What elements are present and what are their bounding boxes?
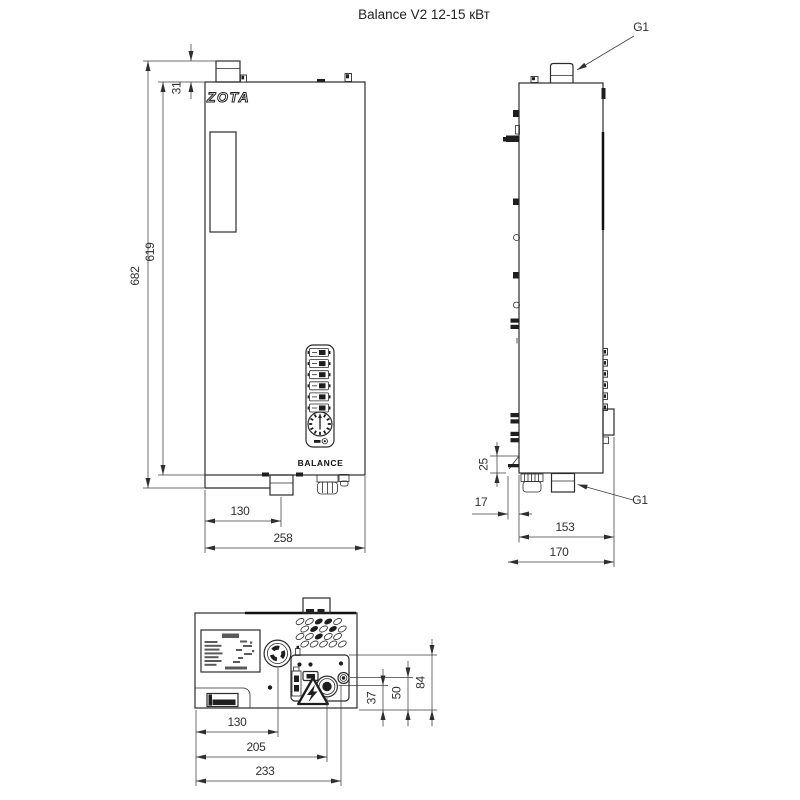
cable-gland — [316, 474, 339, 495]
dim-label: 130 — [230, 504, 250, 518]
dimension-aux-connector-height: 50 — [390, 661, 411, 727]
dimension-outlet-offset-bottom: 130 — [196, 715, 278, 735]
connector-panel — [267, 645, 350, 706]
dim-label: 153 — [555, 520, 575, 534]
drawing-title: Balance V2 12-15 кВт — [358, 7, 490, 22]
zota-logo: ZOTA — [206, 89, 250, 105]
rocker-switches — [307, 348, 331, 413]
dim-label: 25 — [477, 458, 491, 471]
dim-label: 37 — [365, 691, 379, 704]
top-pipe-stub-side — [549, 62, 574, 83]
side-dimensions: 25 17 153 170 — [472, 437, 615, 567]
side-view: G1 G1 — [503, 20, 650, 507]
dimension-width: 258 — [205, 531, 365, 551]
top-edge-tab — [317, 79, 325, 82]
g1-port-label-top: G1 — [633, 20, 649, 34]
bottom-pipe-stub-side — [550, 472, 576, 493]
cable-gland-side — [520, 473, 544, 493]
nameplate — [200, 629, 261, 673]
boiler-body-front — [204, 81, 366, 476]
inspection-slot — [209, 131, 237, 233]
bottom-foot — [508, 455, 520, 470]
dim-label: 205 — [246, 740, 266, 754]
dimension-power-socket-height: 37 — [365, 669, 386, 727]
dimension-panel-height: 84 — [414, 639, 435, 727]
dim-label: 258 — [273, 531, 293, 545]
dim-label: 50 — [390, 686, 404, 699]
power-led — [314, 438, 328, 445]
warning-lightning-icon — [297, 676, 329, 706]
dimension-outlet-offset-front: 130 — [205, 504, 281, 524]
screw — [308, 662, 313, 667]
control-panel — [305, 344, 335, 448]
edge-clip — [601, 88, 606, 99]
dimension-stub-height: 31 — [170, 44, 194, 99]
g1-leader-bottom — [577, 484, 634, 501]
rear-wall-fittings — [503, 110, 520, 443]
dimension-power-socket-offset: 205 — [196, 740, 327, 760]
screw — [297, 662, 302, 667]
bottom-view — [194, 597, 358, 709]
bottom-tab — [296, 472, 303, 477]
dimension-total-depth: 170 — [508, 545, 614, 565]
g1-outlet-circle — [263, 639, 292, 668]
boiler-body-side — [518, 82, 604, 474]
dim-label: 682 — [128, 266, 142, 286]
dim-label: 84 — [414, 676, 428, 689]
front-view: ZOTA — [204, 60, 366, 496]
dim-label: 233 — [255, 764, 275, 778]
switch-edge-notches — [602, 348, 608, 411]
balance-label: BALANCE — [298, 458, 344, 468]
screw — [267, 685, 273, 690]
dimension-body-depth: 153 — [519, 520, 614, 540]
dim-label: 170 — [549, 545, 569, 559]
vent-grille — [295, 618, 347, 648]
aux-connector — [337, 671, 350, 685]
power-socket — [316, 675, 339, 698]
dimension-bracket-depth: 17 — [472, 495, 532, 517]
dimension-total-height: 682 — [128, 61, 151, 488]
dim-label: 130 — [227, 715, 247, 729]
bottom-dimensions: 37 50 84 130 205 233 — [195, 639, 437, 786]
dimension-door-height: 619 — [143, 82, 166, 475]
g1-leader-top — [576, 35, 635, 71]
usb-connector — [302, 670, 319, 682]
dimension-foot-height: 25 — [477, 442, 500, 487]
front-dimensions: 31 682 619 130 258 — [128, 44, 366, 553]
thermostat-dial — [307, 411, 333, 437]
control-panel-side — [602, 408, 615, 444]
bottom-pipe-stub-front — [269, 474, 294, 496]
dimension-aux-connector-offset: 233 — [196, 764, 341, 784]
top-pipe-stub-front — [215, 60, 241, 83]
g1-port-label-bottom: G1 — [632, 493, 648, 507]
cable-gland-small — [338, 474, 350, 487]
screw — [338, 661, 344, 666]
dim-label: 619 — [143, 242, 157, 262]
dim-label: 17 — [475, 495, 488, 509]
rear-pipe-stub-bottom — [302, 597, 331, 614]
dim-label: 31 — [170, 81, 184, 94]
din-rail-clip — [206, 692, 239, 708]
terminal-block — [291, 666, 302, 697]
bottom-tab — [262, 472, 269, 477]
